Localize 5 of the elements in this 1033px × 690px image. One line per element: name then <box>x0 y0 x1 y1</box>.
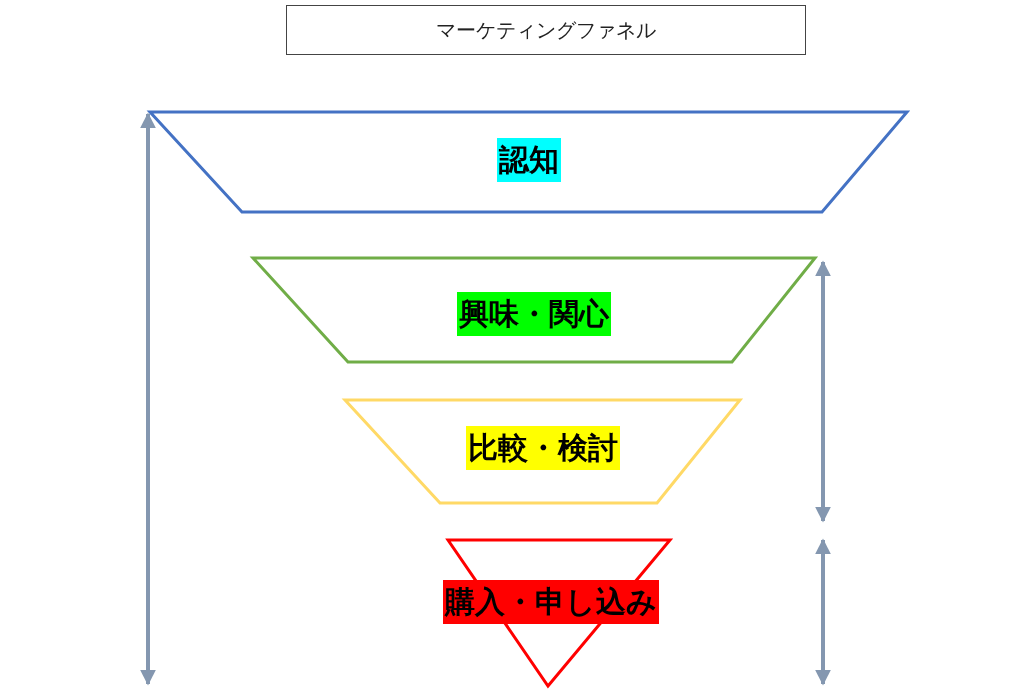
stage-label: 認知 <box>496 138 561 182</box>
stage-label: 興味・関心 <box>457 292 611 336</box>
title-box: マーケティングファネル <box>286 5 806 55</box>
stage-label: 比較・検討 <box>465 426 620 470</box>
stage-label: 購入・申し込み <box>443 580 659 624</box>
